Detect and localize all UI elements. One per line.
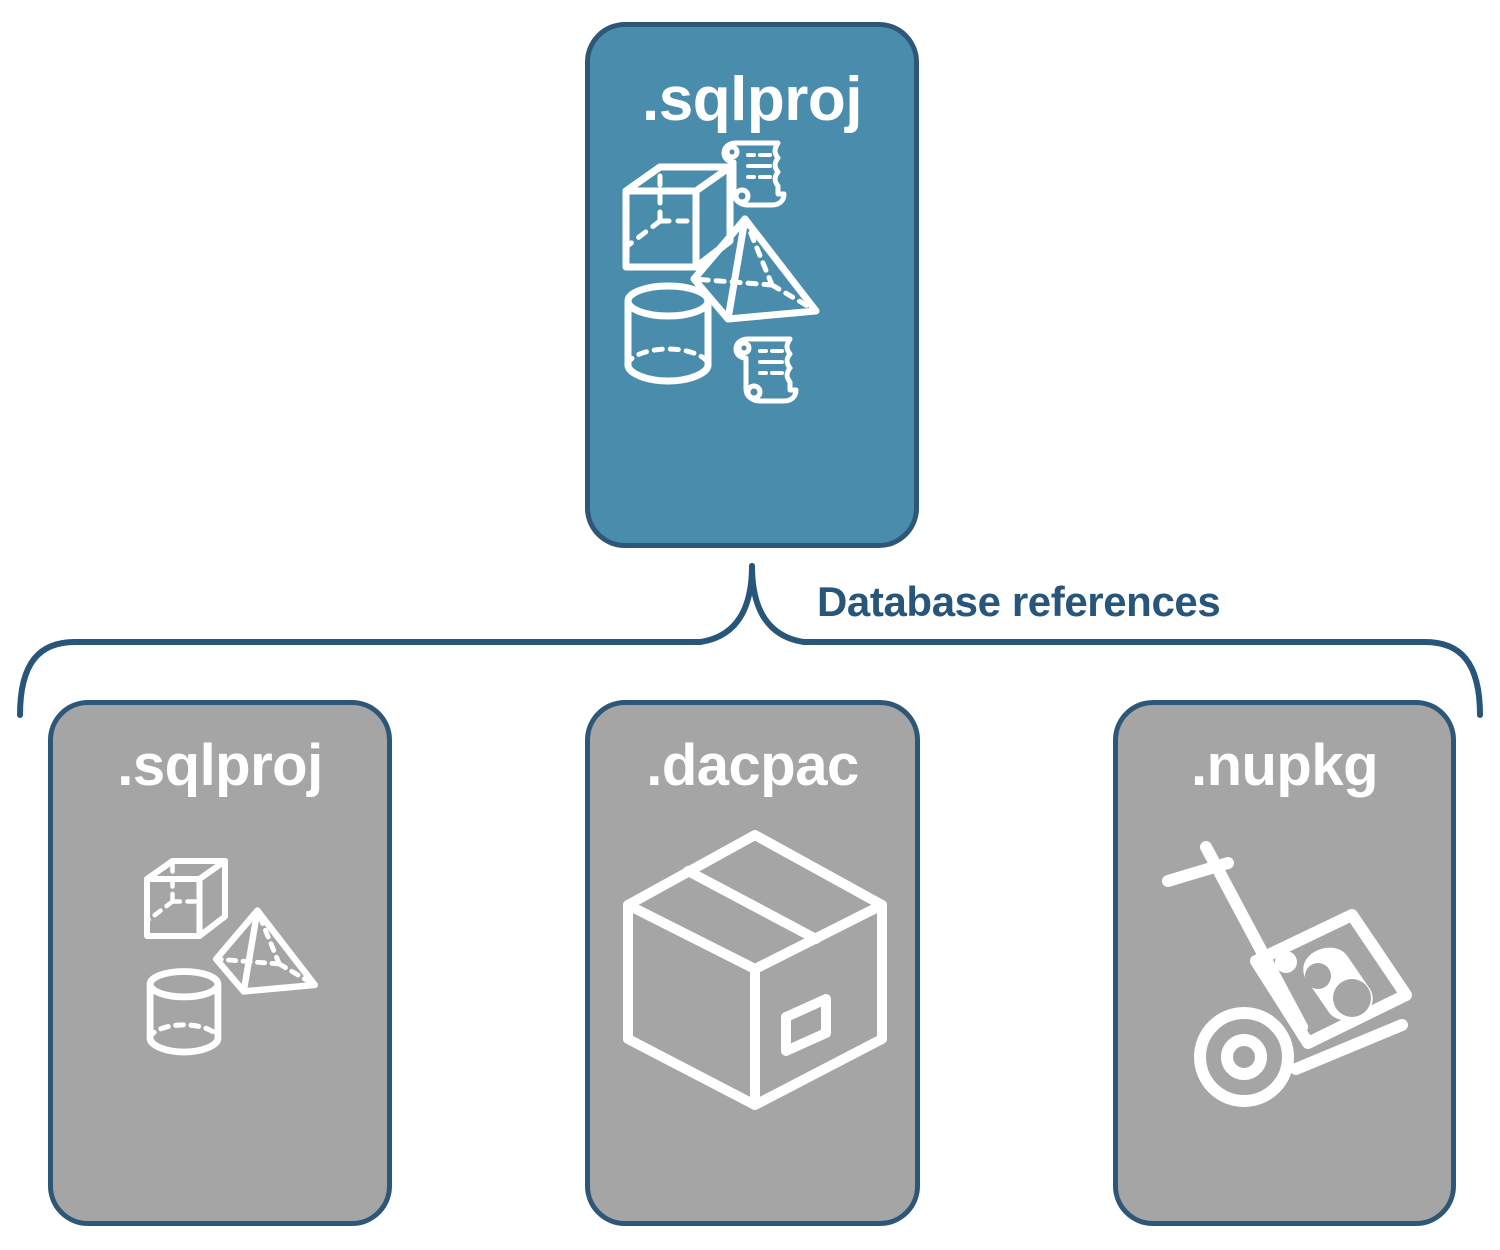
cube-wireframe-icon — [144, 858, 228, 939]
root-card-icon-group — [590, 131, 914, 543]
reference-card-title: .nupkg — [1190, 733, 1379, 798]
reference-card-title: .sqlproj — [117, 733, 323, 798]
brace-left-arm — [17, 563, 755, 718]
cylinder-wireframe-icon — [624, 282, 712, 385]
root-card-title: .sqlproj — [642, 65, 862, 134]
reference-card-icon-group — [1118, 795, 1451, 1221]
scroll-icon — [733, 336, 799, 404]
reference-card-dacpac[interactable]: .dacpac — [585, 700, 920, 1226]
reference-card-icon-group — [590, 795, 915, 1221]
scroll-icon — [721, 140, 787, 208]
pyramid-wireframe-icon — [213, 907, 318, 995]
pyramid-wireframe-icon — [690, 215, 820, 323]
hand-truck-nuget-package-icon — [1162, 841, 1412, 1107]
reference-card-title: .dacpac — [646, 733, 859, 798]
reference-card-nupkg[interactable]: .nupkg — [1113, 700, 1456, 1226]
reference-card-sqlproj[interactable]: .sqlproj — [48, 700, 392, 1226]
connector-label: Database references — [817, 578, 1221, 625]
root-card-sqlproj[interactable]: .sqlproj — [585, 22, 919, 548]
cylinder-wireframe-icon — [146, 968, 222, 1056]
package-box-icon — [623, 830, 887, 1110]
reference-card-icon-group — [53, 795, 387, 1221]
